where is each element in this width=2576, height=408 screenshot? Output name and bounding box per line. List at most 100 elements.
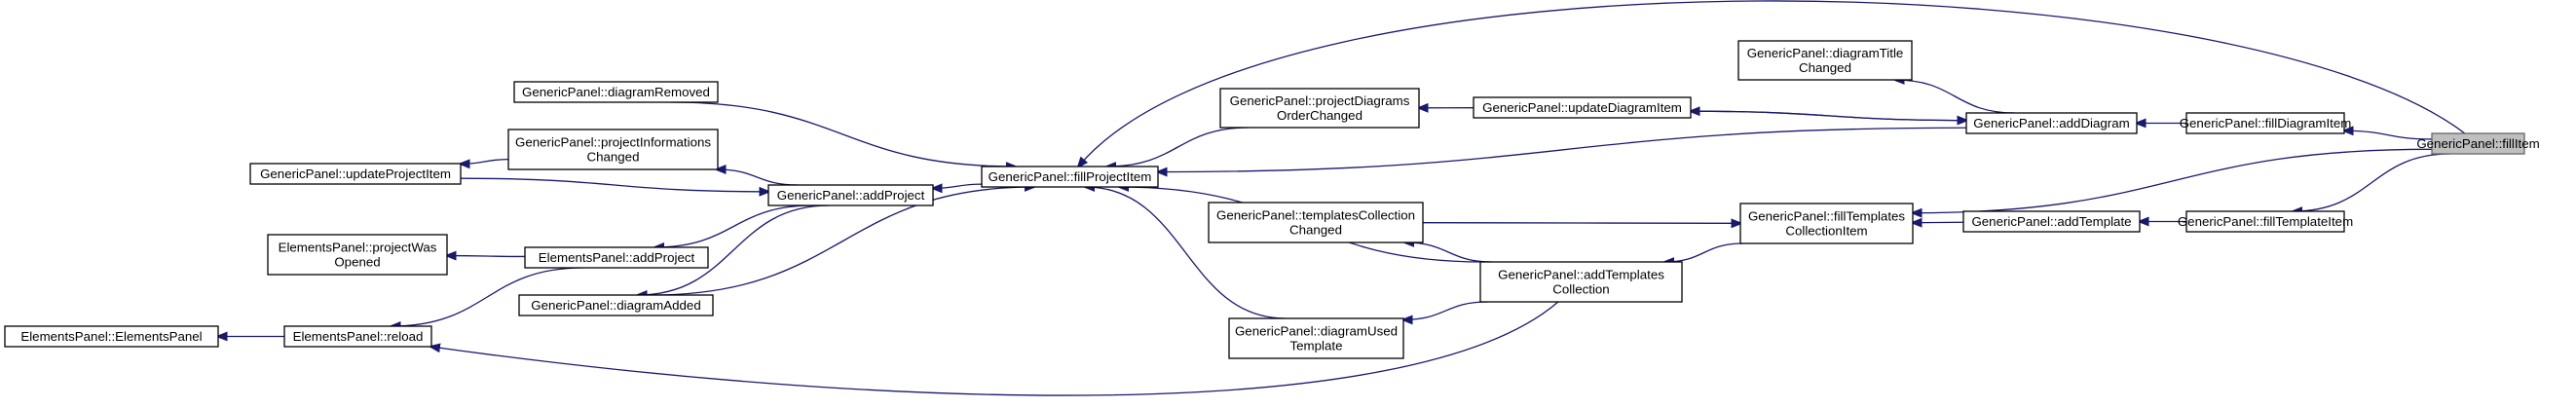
node-label: GenericPanel::addDiagram	[1973, 116, 2129, 130]
edge-diagramAdded-to-fillProjectItem	[652, 187, 1034, 296]
node-box	[1219, 88, 1420, 129]
node-box	[524, 246, 709, 269]
node-label: ElementsPanel::ElementsPanel	[20, 329, 202, 344]
node-box	[2431, 132, 2525, 155]
edge-fillTemplatesCollectionItem-to-addTemplatesCollection	[1665, 242, 1743, 262]
node-label: GenericPanel::addTemplates	[1498, 268, 1664, 282]
node-updateDiagramItem[interactable]: GenericPanel::updateDiagramItem	[1473, 96, 1692, 119]
edge-updateDiagramItem-to-addDiagram	[1690, 110, 1966, 120]
node-diagramAdded[interactable]: GenericPanel::diagramAdded	[518, 294, 714, 316]
node-box	[283, 325, 432, 348]
node-addDiagram[interactable]: GenericPanel::addDiagram	[1965, 112, 2138, 134]
edge-fillItem-to-fillDiagramItem	[2344, 130, 2433, 140]
node-ep_ElementsPanel[interactable]: ElementsPanel::ElementsPanel	[4, 325, 219, 348]
node-label: GenericPanel::diagramUsed	[1235, 324, 1398, 339]
edge-addProject-to-diagramAdded	[638, 204, 830, 295]
node-projectDiagramsOrderChanged[interactable]: GenericPanel::projectDiagramsOrderChange…	[1219, 88, 1420, 129]
node-box	[1479, 261, 1683, 303]
node-label: Changed	[587, 150, 640, 165]
node-label: GenericPanel::diagramAdded	[531, 298, 700, 313]
node-label: Collection	[1552, 282, 1609, 297]
node-label: ElementsPanel::reload	[293, 329, 424, 344]
edge-addDiagram-to-diagramTitleChanged	[1895, 80, 2015, 114]
edge-fillItem-to-fillProjectItem	[1078, 0, 2466, 167]
node-box	[1473, 96, 1692, 119]
node-label: ElementsPanel::projectWas	[279, 241, 437, 255]
node-box	[267, 234, 448, 276]
node-label: GenericPanel::templatesCollection	[1216, 208, 1415, 223]
edge-projectInformationsChanged-to-updateProjectItem	[461, 159, 509, 165]
edge-fillItem-to-fillTemplatesCollectionItem	[1913, 148, 2433, 212]
node-label: GenericPanel::diagramTitle	[1747, 46, 1904, 60]
node-box	[1965, 112, 2138, 134]
node-ep_addProject[interactable]: ElementsPanel::addProject	[524, 246, 709, 269]
edge-templatesCollectionChanged-to-fillTemplatesCollectionItem	[1422, 223, 1740, 224]
nodes-layer: GenericPanel::fillItemGenericPanel::fill…	[4, 40, 2540, 359]
node-box	[2185, 210, 2345, 233]
node-label: Changed	[1799, 60, 1851, 75]
node-box	[1962, 210, 2141, 233]
node-box	[2185, 112, 2345, 134]
node-ep_reload[interactable]: ElementsPanel::reload	[283, 325, 432, 348]
node-label: GenericPanel::projectInformations	[515, 135, 711, 150]
node-label: GenericPanel::updateDiagramItem	[1482, 100, 1682, 115]
edge-diagramUsedTemplate-to-fillProjectItem	[1086, 187, 1287, 319]
edges-layer	[218, 0, 2466, 396]
node-label: GenericPanel::projectDiagrams	[1230, 93, 1410, 108]
edge-addProject-to-ep_addProject	[654, 204, 813, 247]
node-box	[518, 294, 714, 316]
node-addTemplate[interactable]: GenericPanel::addTemplate	[1962, 210, 2141, 233]
node-fillDiagramItem[interactable]: GenericPanel::fillDiagramItem	[2180, 112, 2352, 134]
node-label: GenericPanel::diagramRemoved	[522, 85, 710, 99]
node-label: OrderChanged	[1277, 108, 1363, 123]
edge-ep_addProject-to-ep_projectWasOpened	[447, 256, 526, 257]
node-updateProjectItem[interactable]: GenericPanel::updateProjectItem	[249, 163, 462, 185]
edge-fillItem-to-fillTemplateItem	[2294, 153, 2450, 211]
edge-diagramRemoved-to-fillProjectItem	[670, 101, 1016, 167]
node-diagramRemoved[interactable]: GenericPanel::diagramRemoved	[513, 81, 719, 103]
node-label: GenericPanel::updateProjectItem	[260, 167, 451, 181]
node-label: CollectionItem	[1785, 224, 1867, 239]
node-box	[1208, 202, 1424, 243]
edge-addTemplatesCollection-to-ep_reload	[431, 301, 1559, 396]
edge-addDiagram-to-fillProjectItem	[1158, 127, 1967, 171]
node-box	[513, 81, 719, 103]
node-box	[1228, 317, 1404, 359]
node-box	[767, 184, 934, 206]
node-label: GenericPanel::addProject	[777, 188, 925, 203]
node-fillItem[interactable]: GenericPanel::fillItem	[2416, 132, 2540, 155]
node-box	[4, 325, 219, 348]
node-label: GenericPanel::fillDiagramItem	[2180, 116, 2352, 130]
node-label: GenericPanel::fillTemplateItem	[2178, 214, 2353, 229]
node-label: Opened	[334, 255, 380, 270]
edge-fillProjectItem-to-addProject	[933, 184, 983, 188]
edge-addTemplatesCollection-to-templatesCollectionChanged	[1405, 242, 1492, 263]
node-label: GenericPanel::fillItem	[2416, 136, 2539, 151]
edge-updateProjectItem-to-addProject	[460, 177, 768, 192]
node-box	[981, 166, 1159, 188]
node-addProject[interactable]: GenericPanel::addProject	[767, 184, 934, 206]
node-box	[1737, 40, 1913, 81]
node-box	[507, 129, 719, 170]
node-label: Template	[1290, 339, 1343, 353]
edge-addProject-to-projectInformationsChanged	[717, 169, 798, 186]
node-label: GenericPanel::addTemplate	[1971, 214, 2131, 229]
node-fillTemplatesCollectionItem[interactable]: GenericPanel::fillTemplatesCollectionIte…	[1739, 203, 1914, 244]
node-label: ElementsPanel::addProject	[539, 250, 695, 265]
node-fillProjectItem[interactable]: GenericPanel::fillProjectItem	[981, 166, 1159, 188]
node-label: GenericPanel::fillTemplates	[1748, 209, 1905, 224]
node-box	[1739, 203, 1914, 244]
node-label: Changed	[1289, 223, 1342, 238]
node-fillTemplateItem[interactable]: GenericPanel::fillTemplateItem	[2178, 210, 2353, 233]
edge-ep_addProject-to-ep_reload	[392, 267, 583, 326]
edge-addTemplatesCollection-to-diagramUsedTemplate	[1403, 301, 1488, 319]
edge-projectDiagramsOrderChanged-to-fillProjectItem	[1107, 127, 1250, 167]
node-label: GenericPanel::fillProjectItem	[989, 169, 1152, 184]
